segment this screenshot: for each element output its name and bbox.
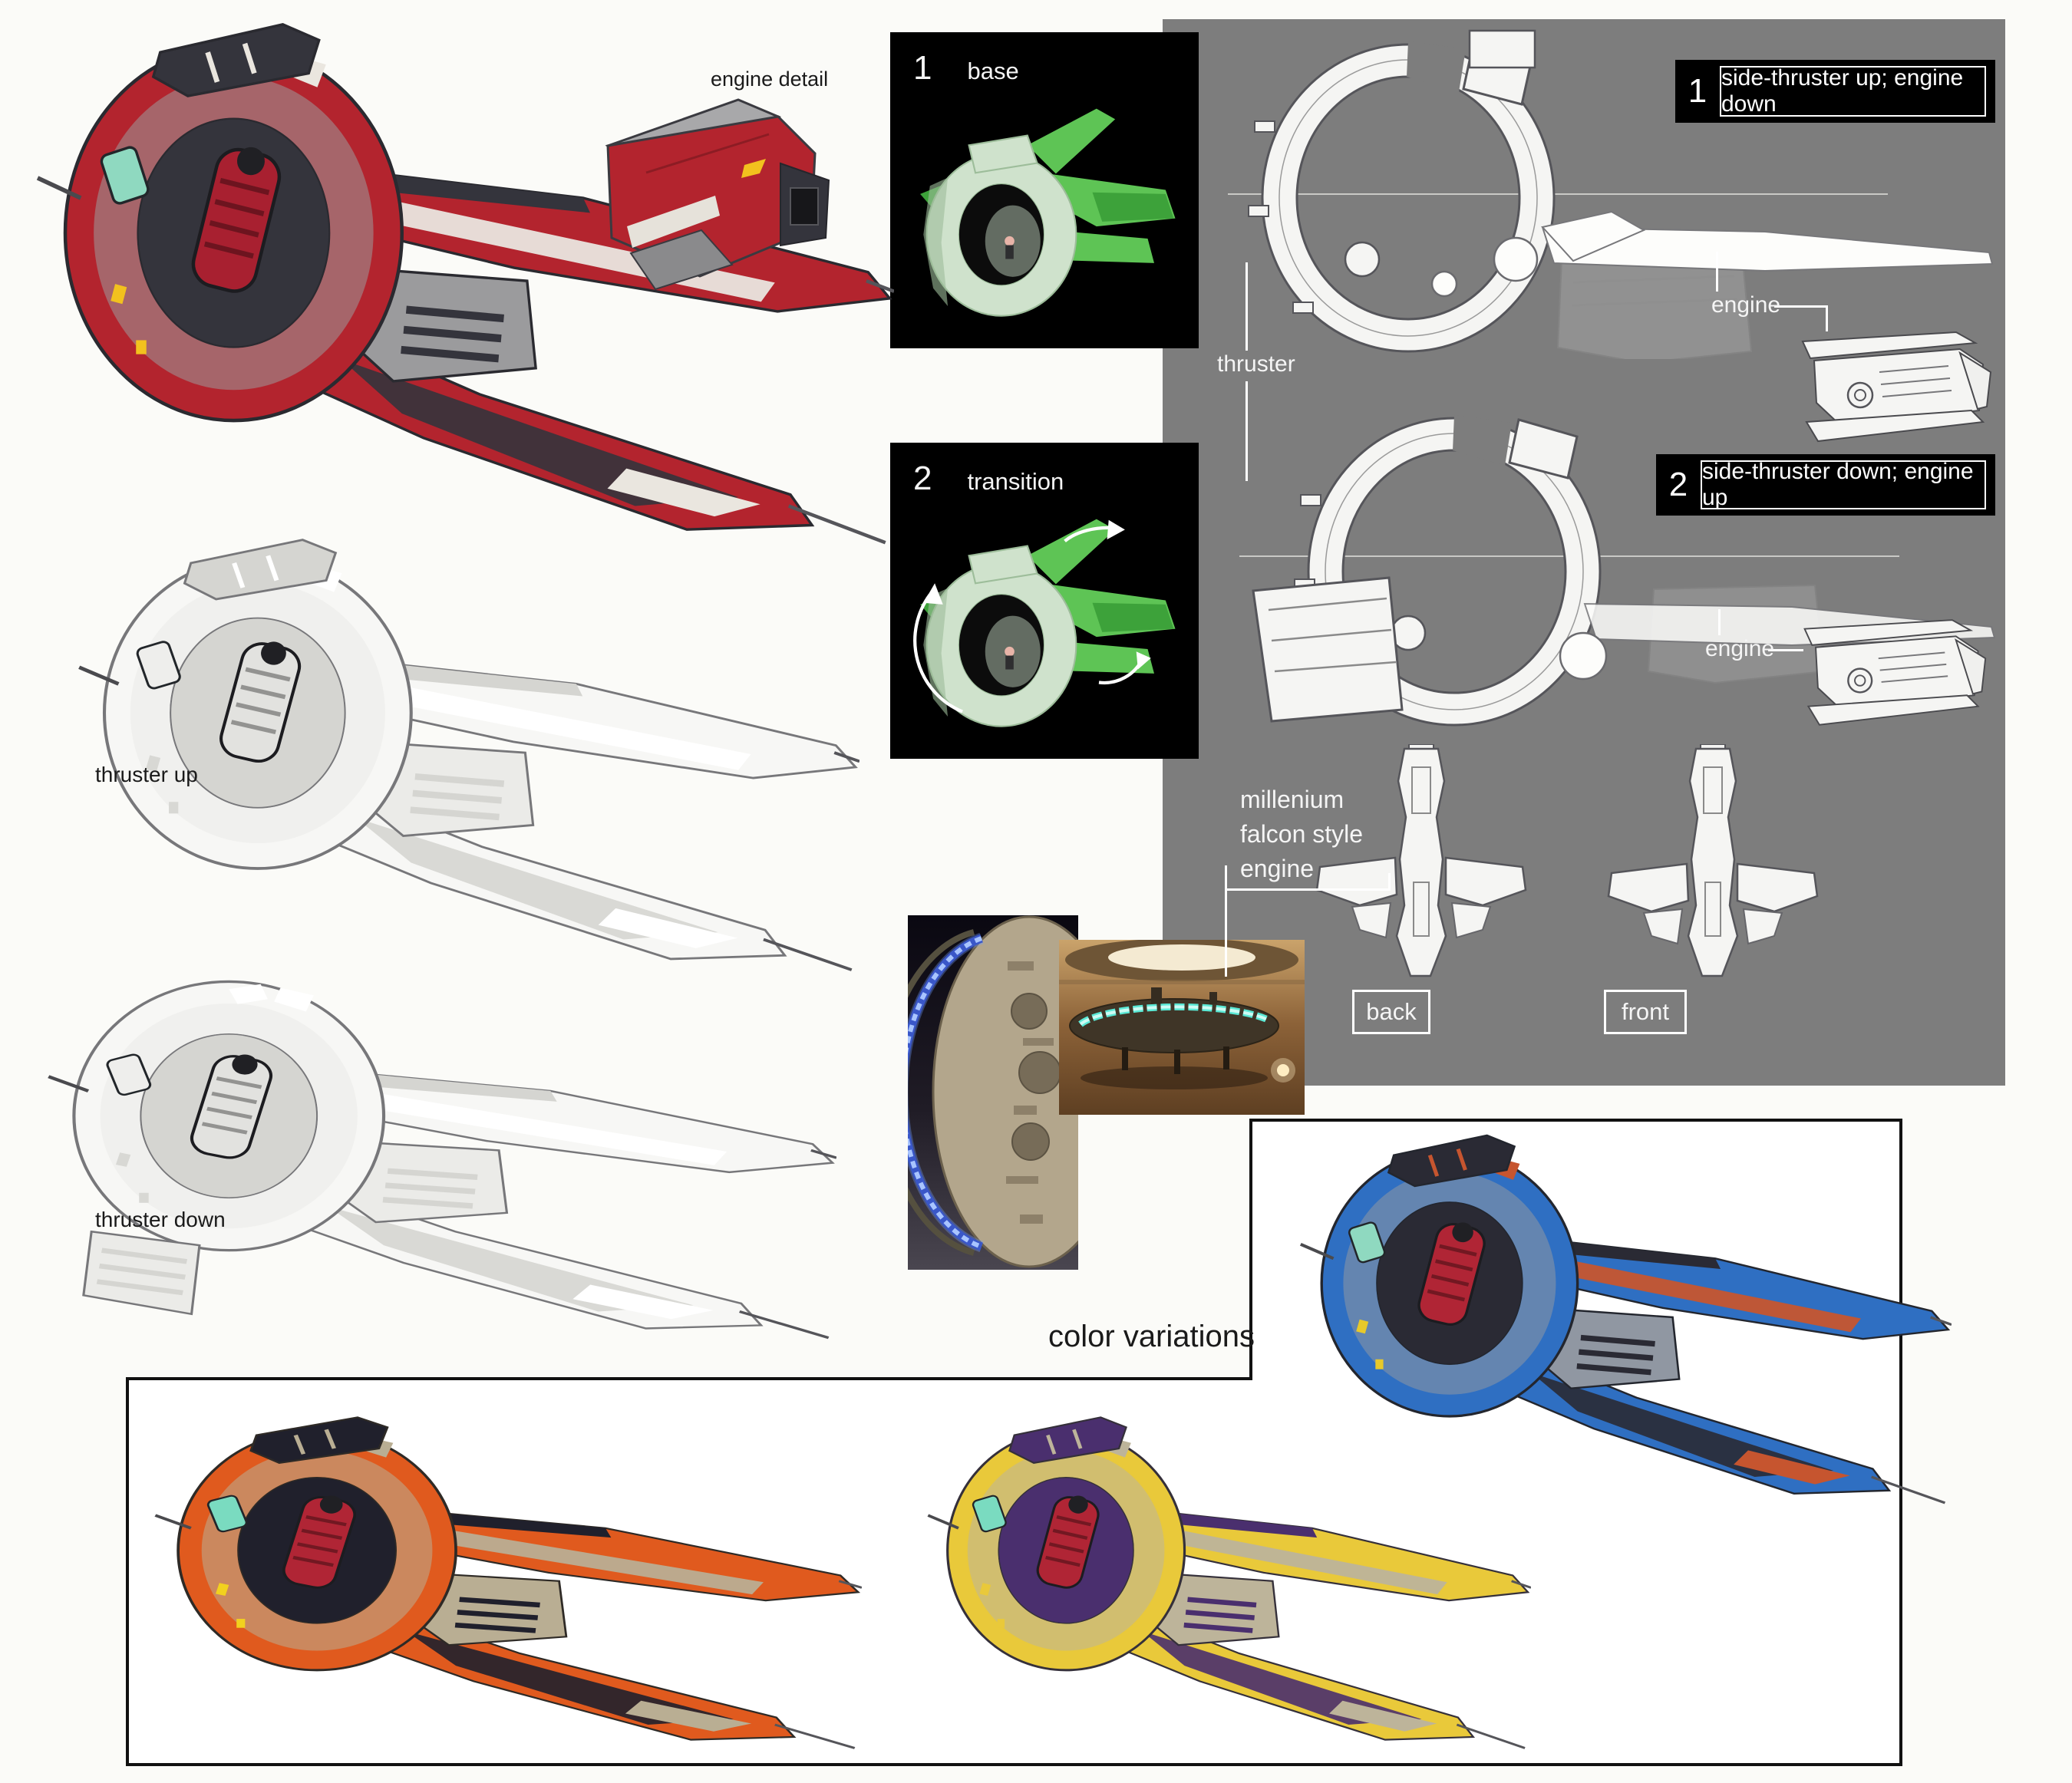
config2-ring-sketch [1224, 403, 2003, 752]
red-ship-illustration [31, 19, 894, 560]
engine-detail-label: engine detail [711, 68, 829, 91]
engine2-callout-line-right [1768, 649, 1803, 651]
yellow-variant-ship [923, 1414, 1531, 1759]
config2-header: 2 side-thruster down; engine up [1656, 454, 1995, 516]
config1-ring-sketch [1213, 29, 2003, 359]
falcon-photo-hangar [1059, 940, 1305, 1115]
engine1-callout-line-right [1774, 305, 1828, 308]
panel2-title: transition [967, 468, 1064, 495]
engine1-callout-line-up [1716, 252, 1718, 292]
panel2-number: 2 [913, 460, 932, 497]
base-3d-model [920, 108, 1176, 317]
engine1-callout-line-down [1826, 305, 1828, 331]
config1-header: 1 side-thruster up; engine down [1675, 60, 1995, 123]
thruster-label: thruster [1217, 351, 1295, 377]
config2-number: 2 [1668, 466, 1688, 503]
engine-sketch-1 [1794, 318, 1995, 453]
falcon-style-engine-note: millenium falcon style engine [1240, 786, 1364, 882]
engine-detail-illustration [585, 73, 830, 318]
model-panel-base: 1 base [890, 32, 1199, 348]
engine2-callout-line-up [1718, 609, 1721, 635]
orange-variant-ship [150, 1414, 862, 1759]
panel1-number: 1 [913, 49, 932, 87]
back-view-tag: back [1352, 990, 1430, 1034]
transition-3d-model [913, 519, 1176, 727]
config2-caption: side-thruster down; engine up [1702, 459, 1974, 510]
falcon-callout-line-right [1225, 888, 1391, 891]
thruster-up-label: thruster up [95, 763, 198, 786]
sketch-ship-thruster-down [42, 963, 836, 1350]
blue-variant-ship [1295, 1132, 1952, 1515]
engine-label-1: engine [1711, 292, 1781, 318]
falcon-photo-edge [908, 915, 1078, 1270]
config1-caption: side-thruster up; engine down [1721, 65, 1964, 117]
sketch-ship-thruster-up [73, 536, 859, 984]
panel1-title: base [967, 58, 1019, 84]
engine-sketch-2 [1797, 603, 1989, 740]
config1-number: 1 [1688, 72, 1707, 110]
back-view-sketch [1306, 744, 1536, 986]
thruster-down-label: thruster down [95, 1208, 226, 1231]
engine-label-2: engine [1705, 636, 1775, 661]
falcon-callout-line-uptick [1388, 873, 1391, 891]
falcon-callout-line-down [1225, 865, 1227, 977]
thruster-callout-line-bottom [1246, 381, 1248, 481]
model-panel-transition: 2 transition [890, 443, 1199, 759]
color-variations-label: color variations [1048, 1320, 1255, 1353]
thruster-callout-line-top [1246, 262, 1248, 351]
front-view-tag: front [1604, 990, 1687, 1034]
front-view-sketch [1598, 744, 1828, 986]
